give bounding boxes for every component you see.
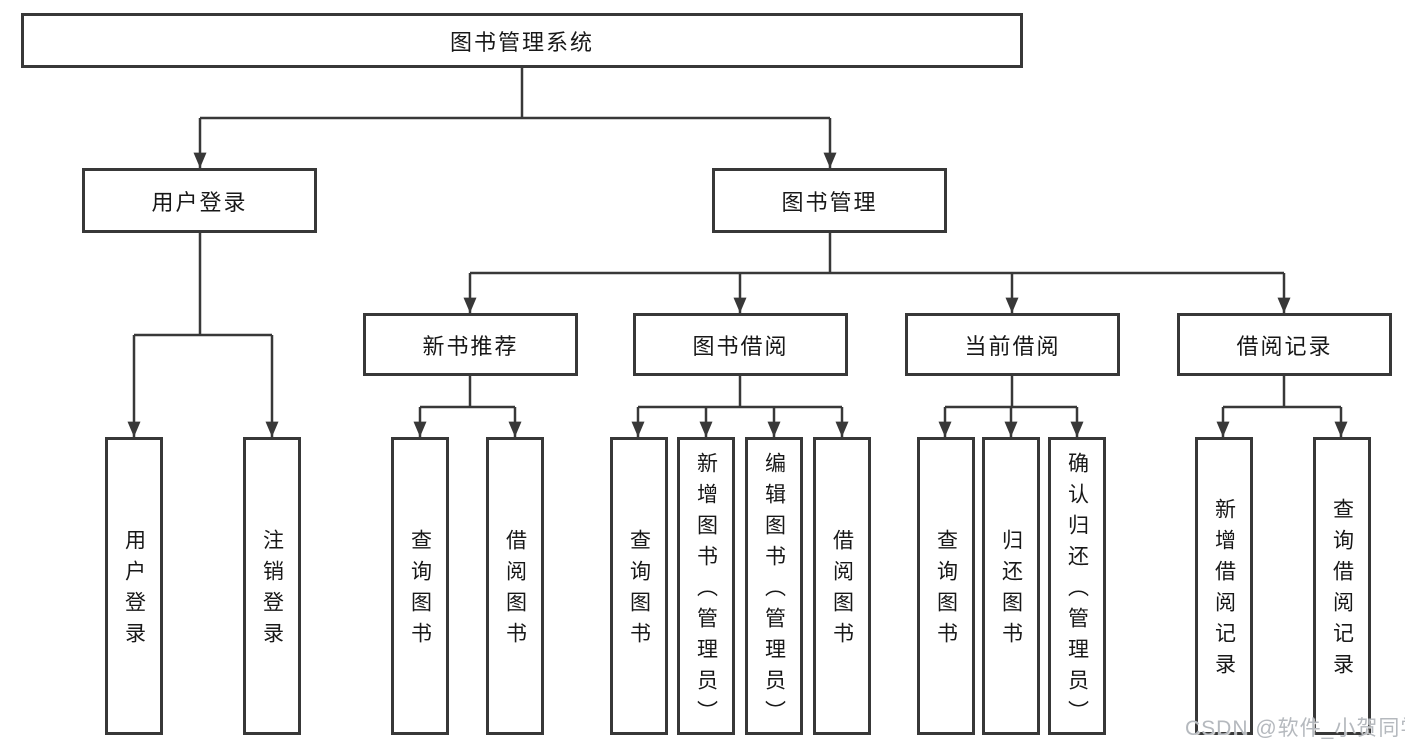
node-label: 注销登录 [260, 529, 284, 653]
node-label: 图书借阅 [692, 333, 789, 359]
leaf-query-book-borrow: 查询图书 [610, 437, 668, 735]
node-label: 用户登录 [151, 189, 248, 215]
node-label: 借阅图书 [830, 529, 854, 653]
node-new-book-recommend: 新书推荐 [363, 313, 578, 376]
node-label: 归还图书 [999, 529, 1023, 653]
node-label: 编辑图书（管理员） [762, 451, 786, 731]
node-label: 确认归还（管理员） [1065, 451, 1089, 731]
node-label: 当前借阅 [964, 333, 1061, 359]
leaf-confirm-return-admin: 确认归还（管理员） [1048, 437, 1106, 735]
leaf-borrow-book: 借阅图书 [813, 437, 871, 735]
node-label: 用户登录 [122, 529, 146, 653]
node-label: 新增图书（管理员） [694, 451, 718, 731]
node-library-management-system: 图书管理系统 [21, 13, 1023, 68]
leaf-return-book: 归还图书 [982, 437, 1040, 735]
node-label: 新增借阅记录 [1212, 498, 1236, 684]
node-label: 图书管理 [781, 189, 878, 215]
node-borrow-record: 借阅记录 [1177, 313, 1392, 376]
leaf-borrow-book-recommend: 借阅图书 [486, 437, 544, 735]
leaf-add-book-admin: 新增图书（管理员） [677, 437, 735, 735]
node-user-login: 用户登录 [82, 168, 317, 233]
leaf-logout-login: 注销登录 [243, 437, 301, 735]
node-book-management: 图书管理 [712, 168, 947, 233]
node-label: 借阅图书 [503, 529, 527, 653]
node-label: 借阅记录 [1236, 333, 1333, 359]
leaf-add-borrow-record: 新增借阅记录 [1195, 437, 1253, 735]
node-label: 查询借阅记录 [1330, 498, 1354, 684]
leaf-edit-book-admin: 编辑图书（管理员） [745, 437, 803, 735]
node-label: 图书管理系统 [449, 29, 594, 55]
leaf-query-borrow-record: 查询借阅记录 [1313, 437, 1371, 735]
node-book-borrow: 图书借阅 [633, 313, 848, 376]
leaf-query-book-current: 查询图书 [917, 437, 975, 735]
node-label: 新书推荐 [422, 333, 519, 359]
csdn-watermark: CSDN @软件_小贺同学 [1185, 717, 1405, 740]
node-label: 查询图书 [934, 529, 958, 653]
leaf-query-book-recommend: 查询图书 [391, 437, 449, 735]
node-current-borrow: 当前借阅 [905, 313, 1120, 376]
node-label: 查询图书 [408, 529, 432, 653]
leaf-user-login: 用户登录 [105, 437, 163, 735]
node-label: 查询图书 [627, 529, 651, 653]
